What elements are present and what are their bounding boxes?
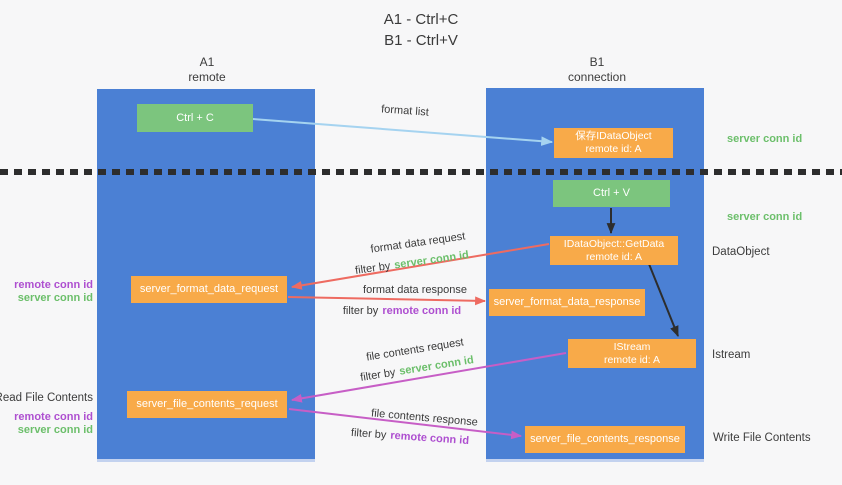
column-b1-role: connection bbox=[567, 70, 627, 84]
node-ctrl-v: Ctrl + V bbox=[553, 180, 670, 207]
annotation-server-conn-id-bottom-left: server conn id bbox=[17, 424, 93, 436]
column-header-a1: A1 remote bbox=[137, 55, 277, 85]
node-getdata-line2: remote id: A bbox=[585, 250, 643, 263]
node-server-file-contents-response: server_file_contents_response bbox=[525, 426, 685, 453]
node-save-dataobject: 保存IDataObject remote id: A bbox=[554, 128, 673, 158]
node-istream-line2: remote id: A bbox=[603, 353, 661, 366]
filter-key-remote-conn-id: remote conn id bbox=[382, 305, 462, 317]
node-server-file-contents-request: server_file_contents_request bbox=[127, 391, 287, 418]
dotted-separator bbox=[0, 169, 842, 175]
annotation-server-conn-id-top-left: server conn id bbox=[17, 292, 93, 304]
filter-by-text: filter by bbox=[359, 366, 397, 384]
column-a1-role: remote bbox=[188, 70, 226, 84]
diagram-title: A1 - Ctrl+C B1 - Ctrl+V bbox=[0, 9, 842, 51]
annotation-remote-conn-id-bottom-left: remote conn id bbox=[14, 411, 93, 423]
node-ctrl-c-label: Ctrl + C bbox=[176, 111, 214, 124]
node-server-format-data-request-label: server_format_data_request bbox=[139, 283, 279, 295]
filter-by-text: filter by bbox=[354, 260, 392, 277]
node-server-file-contents-request-label: server_file_contents_request bbox=[136, 398, 278, 410]
annotation-server-conn-id-top-right: server conn id bbox=[727, 133, 803, 145]
filter-key-server-conn-id: server conn id bbox=[393, 249, 470, 272]
arrow-format-data-response bbox=[287, 296, 487, 306]
node-getdata-line1: IDataObject::GetData bbox=[563, 237, 665, 250]
title-line-1: A1 - Ctrl+C bbox=[383, 11, 459, 28]
node-istream-line1: IStream bbox=[613, 340, 651, 353]
annotation-remote-conn-id-top-left: remote conn id bbox=[14, 279, 93, 291]
flow-label-format-list: format list bbox=[380, 103, 430, 119]
filter-key-remote-conn-id: remote conn id bbox=[389, 429, 470, 448]
title-line-2: B1 - Ctrl+V bbox=[384, 32, 458, 49]
filter-by-text: filter by bbox=[342, 305, 379, 317]
node-save-dataobject-line1: 保存IDataObject bbox=[575, 130, 652, 142]
flow-label-format-data-response: format data response bbox=[363, 284, 467, 296]
filter-by-text: filter by bbox=[350, 426, 387, 442]
node-server-format-data-response: server_format_data_response bbox=[489, 289, 645, 316]
node-save-dataobject-line2: remote id: A bbox=[585, 143, 642, 155]
annotation-server-conn-id-mid-right: server conn id bbox=[727, 211, 803, 223]
node-server-format-data-request: server_format_data_request bbox=[131, 276, 287, 303]
column-header-b1: B1 connection bbox=[527, 55, 667, 85]
node-ctrl-c: Ctrl + C bbox=[137, 104, 253, 132]
annotation-dataobject: DataObject bbox=[712, 246, 770, 258]
annotation-istream: Istream bbox=[712, 349, 751, 361]
node-ctrl-v-label: Ctrl + V bbox=[593, 187, 630, 199]
annotation-write-file-contents: Write File Contents bbox=[713, 432, 811, 444]
flow-label-file-contents-response: file contents response bbox=[370, 407, 479, 429]
node-getdata: IDataObject::GetData remote id: A bbox=[550, 236, 678, 265]
column-a1-name: A1 bbox=[199, 55, 215, 69]
node-server-file-contents-response-label: server_file_contents_response bbox=[530, 433, 680, 445]
node-server-format-data-response-label: server_format_data_response bbox=[493, 296, 641, 308]
column-b1-name: B1 bbox=[589, 55, 605, 69]
filter-key-server-conn-id: server conn id bbox=[398, 354, 475, 378]
annotation-read-file-contents: Read File Contents bbox=[0, 392, 93, 404]
node-istream: IStream remote id: A bbox=[568, 339, 696, 368]
